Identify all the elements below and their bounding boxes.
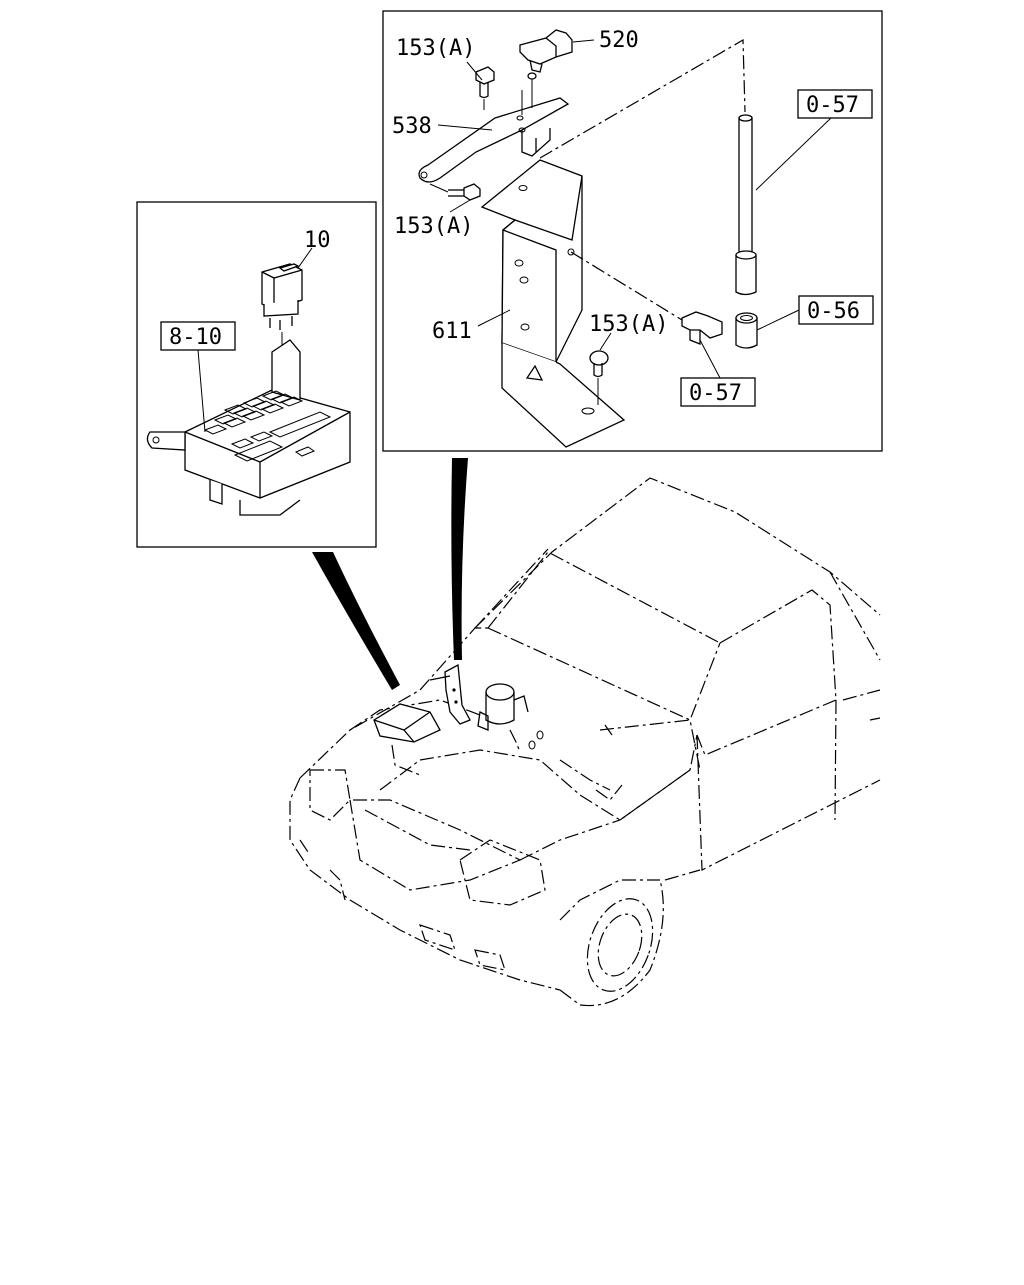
antenna-base-piece <box>735 312 758 349</box>
pointer-arrow-antenna <box>451 458 468 660</box>
fuse-relay-box <box>146 339 351 516</box>
engine-bay-antenna-bracket <box>429 663 471 725</box>
ref-box-0-57-bottom <box>680 377 756 407</box>
antenna-mast <box>735 114 757 296</box>
relay-detail-panel: 10 8-10 <box>136 201 377 548</box>
connector-520 <box>519 29 573 108</box>
mast-clip <box>570 251 723 345</box>
callout-611: 611 <box>432 319 472 344</box>
ref-box-0-56 <box>798 295 874 325</box>
bolt-153a-top <box>475 66 495 110</box>
ref-box-8-10 <box>160 321 236 351</box>
engine-bay-fuse-box <box>373 703 441 743</box>
callout-153a-right: 153(A) <box>589 312 668 337</box>
ref-label-0-56: 0-56 <box>807 299 860 324</box>
callout-520: 520 <box>599 28 639 53</box>
bolt-153a-mid <box>429 183 481 201</box>
ref-label-0-57-bottom: 0-57 <box>689 381 742 406</box>
callout-153a-mid: 153(A) <box>394 214 473 239</box>
bracket-538 <box>418 90 570 183</box>
bracket-611 <box>480 159 626 448</box>
engine-bay-reservoir <box>477 683 613 753</box>
pointer-arrow-relay <box>312 552 400 690</box>
truck-illustration <box>289 477 881 1007</box>
antenna-detail-panel: 153(A) 520 538 153(A) 611 153(A) 0-57 0-… <box>382 10 883 452</box>
callout-538: 538 <box>392 114 432 139</box>
bolt-153a-right <box>589 350 609 405</box>
ref-label-8-10: 8-10 <box>169 325 222 350</box>
relay-10 <box>261 263 303 400</box>
ref-box-0-57-top <box>797 89 873 119</box>
ref-label-0-57-top: 0-57 <box>806 93 859 118</box>
callout-10: 10 <box>304 228 331 253</box>
callout-153a-top: 153(A) <box>396 36 475 61</box>
